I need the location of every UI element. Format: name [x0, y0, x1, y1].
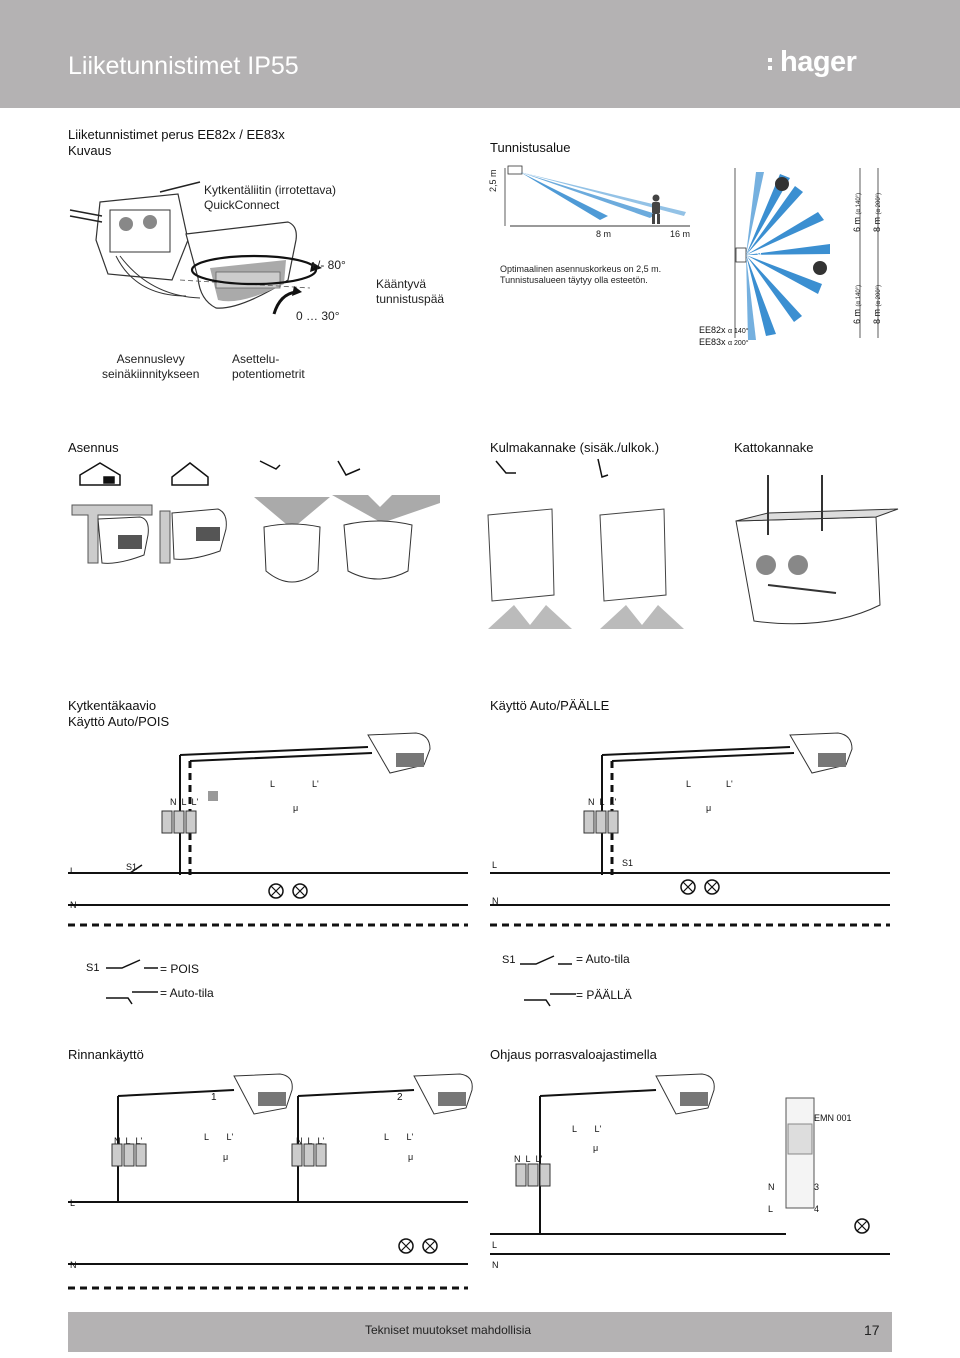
emn-001-label: EMN 001: [814, 1113, 852, 1123]
hager-logo-mark: [765, 54, 775, 74]
legend-auto: = Auto-tila: [160, 986, 214, 1000]
output-l-on: L: [686, 779, 692, 789]
quickconnect-label: Kytkentäliitin (irrotettava) QuickConnec…: [204, 183, 337, 212]
mu-symbol: μ: [293, 803, 299, 813]
potentiometers-label: Asettelu- potentiometrit: [232, 352, 305, 381]
range-8m-top: 8 m (α 200°): [872, 192, 882, 232]
alpha-label: α: [757, 248, 762, 257]
wiring-diagram-auto-on: [490, 732, 890, 927]
mu-symbol-on: μ: [706, 803, 712, 813]
wiring-diagram-auto-off: [68, 732, 468, 927]
range-6m-top: 6 m (α 140°): [852, 192, 862, 232]
timer-mu: μ: [593, 1143, 599, 1153]
footer-text: Tekniset muutokset mahdollisia: [365, 1323, 532, 1337]
range-8m-bottom: 8 m (α 200°): [872, 284, 882, 324]
timer-t4: 4: [814, 1204, 820, 1214]
terminals-1: N L L': [114, 1136, 143, 1146]
line-l-on: L: [492, 860, 498, 870]
wiring-heading: Kytkentäkaavio Käyttö Auto/POIS: [68, 698, 170, 729]
legend-off: = POIS: [160, 962, 200, 976]
parallel-diagram: [68, 1073, 473, 1290]
parallel-n: N: [70, 1260, 77, 1270]
timer-t3: 3: [814, 1182, 820, 1192]
timer-terminals: N L L': [514, 1154, 543, 1164]
out-2: L L': [384, 1132, 414, 1142]
parallel-heading: Rinnankäyttö: [68, 1047, 144, 1062]
rotation-angle: +/- 80°: [310, 258, 346, 272]
output-lp: L': [312, 779, 319, 789]
legend-s1: S1: [86, 962, 100, 974]
mounting-illustrations: [71, 458, 899, 629]
line-l: L: [70, 866, 76, 876]
switch-s1-on: S1: [622, 858, 634, 868]
timer-n: N: [768, 1182, 775, 1192]
legend-s1-on: S1: [502, 954, 516, 966]
ceiling-bracket-heading: Kattokannake: [734, 440, 814, 455]
description-heading: Liiketunnistimet perus EE82x / EE83x Kuv…: [68, 127, 285, 158]
output-l: L: [270, 779, 276, 789]
terminal-labels-on: N L L': [588, 797, 617, 807]
output-lp-on: L': [726, 779, 733, 789]
switch-s1: S1: [126, 862, 138, 872]
corner-bracket-heading: Kulmakannake (sisäk./ulkok.): [490, 440, 660, 455]
detection-diagram: [504, 165, 879, 340]
mu-2: μ: [408, 1152, 414, 1162]
installation-note: Optimaalinen asennuskorkeus on 2,5 m. Tu…: [500, 264, 662, 285]
legend-on: = PÄÄLLÄ: [576, 988, 632, 1002]
mu-1: μ: [223, 1152, 229, 1162]
range-6m-bottom: 6 m (α 140°): [852, 284, 862, 324]
rotating-head-label: Kääntyvä tunnistuspää: [376, 277, 445, 306]
out-1: L L': [204, 1132, 234, 1142]
footer-bar: [68, 1312, 892, 1352]
timer-out: L L': [572, 1124, 602, 1134]
timer-line-l: L: [492, 1240, 498, 1250]
tilt-angle: 0 … 30°: [296, 309, 340, 323]
timer-line-n: N: [492, 1260, 499, 1270]
distance-8m: 8 m: [596, 229, 612, 239]
timer-heading: Ohjaus porrasvaloajastimella: [490, 1047, 657, 1062]
page-title: Liiketunnistimet IP55: [68, 52, 299, 80]
sensor-1-label: 1: [211, 1092, 217, 1103]
parallel-l: L: [70, 1198, 76, 1208]
timer-l: L: [768, 1204, 774, 1214]
timer-diagram: [490, 1073, 890, 1255]
mounting-heading: Asennus: [68, 440, 119, 455]
terminals-2: N L L': [296, 1136, 325, 1146]
sensor-illustration: [69, 181, 322, 315]
wiring-on-heading: Käyttö Auto/PÄÄLLE: [490, 698, 610, 713]
distance-16m: 16 m: [670, 229, 691, 239]
model-angles: EE82x α 140° EE83x α 200°: [699, 325, 749, 347]
header-bar: [0, 0, 960, 108]
detection-heading: Tunnistusalue: [490, 140, 571, 155]
legend-auto-on: = Auto-tila: [576, 952, 630, 966]
mounting-plate-label: Asennuslevy seinäkiinnitykseen: [102, 352, 200, 381]
line-n: N: [70, 900, 77, 910]
page-number: 17: [864, 1322, 880, 1338]
terminal-labels: N L L': [170, 797, 199, 807]
hager-logo: hager: [780, 46, 857, 78]
switch-legend: [106, 955, 576, 1007]
line-n-on: N: [492, 896, 499, 906]
sensor-2-label: 2: [397, 1092, 403, 1103]
height-label: 2,5 m: [488, 169, 498, 192]
